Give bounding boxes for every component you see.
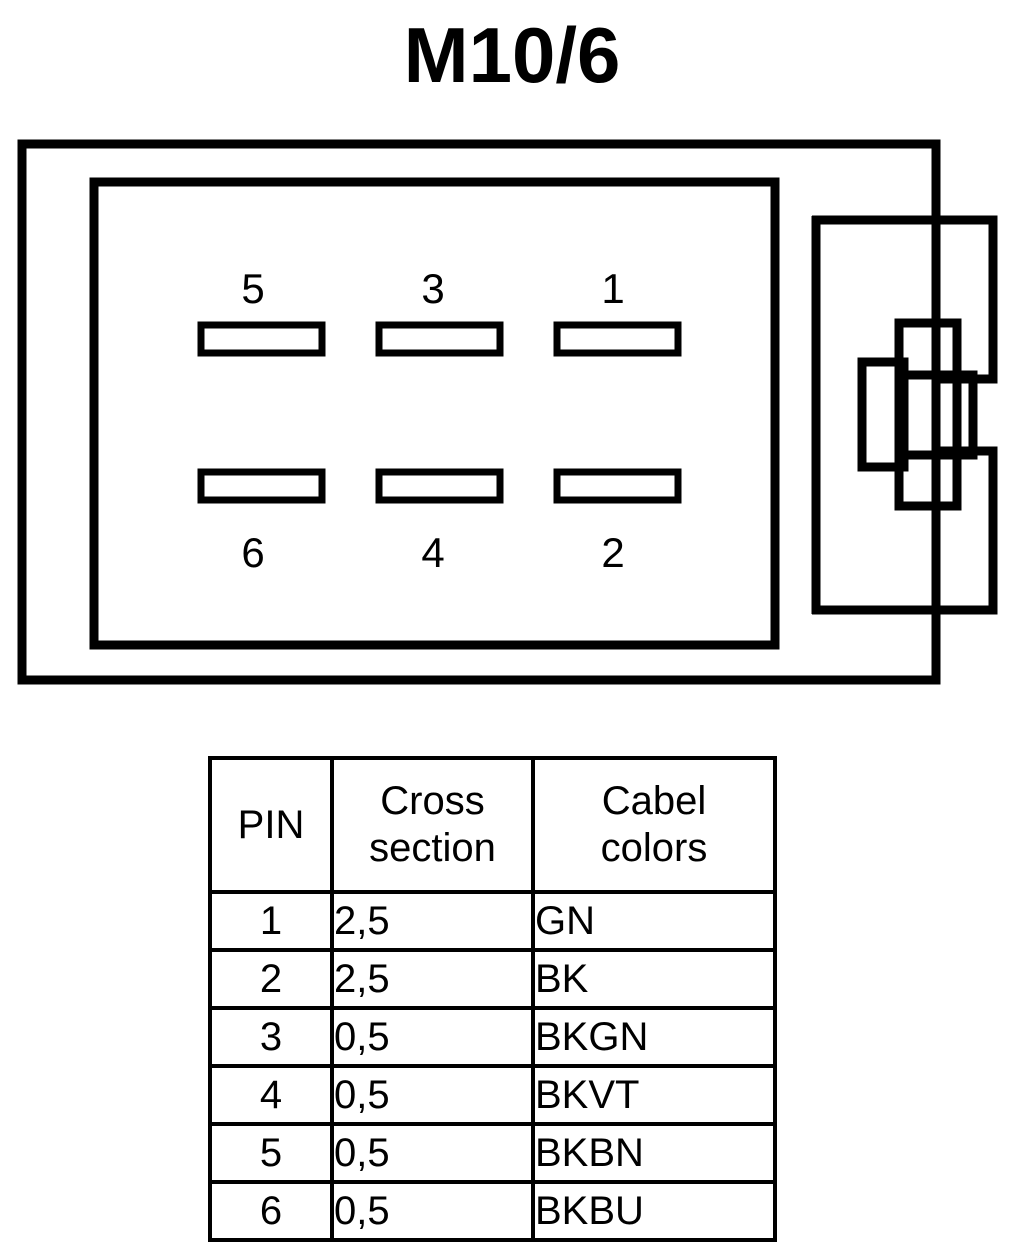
pin-label-2: 2 — [601, 529, 624, 576]
table-header-row: PIN Cross section Cabel colors — [208, 756, 777, 894]
pin-label-3: 3 — [421, 265, 444, 312]
pin-slot-4 — [375, 468, 504, 504]
cell-cross-section: 0,5 — [330, 1064, 535, 1126]
connector-diagram: 5 3 1 6 4 2 — [0, 130, 1024, 700]
pin-slot-1 — [553, 321, 682, 357]
cell-cable-colors: BKVT — [531, 1064, 777, 1126]
pin-slot-2 — [553, 468, 682, 504]
column-header-pin: PIN — [208, 756, 334, 894]
cell-cable-colors: BK — [531, 948, 777, 1010]
cell-cross-section: 0,5 — [330, 1122, 535, 1184]
cell-pin: 6 — [208, 1180, 334, 1242]
connector-inner-cavity — [89, 177, 780, 650]
pin-label-4: 4 — [421, 529, 444, 576]
pin-slot-6 — [197, 468, 326, 504]
column-header-cross-section: Cross section — [330, 756, 535, 894]
table-row: 6 0,5 BKBU — [208, 1180, 777, 1242]
pin-label-1: 1 — [601, 265, 624, 312]
table-row: 1 2,5 GN — [208, 890, 777, 952]
cell-cross-section: 2,5 — [330, 890, 535, 952]
pin-label-5: 5 — [241, 265, 264, 312]
connector-outer-housing — [17, 139, 941, 685]
pin-label-6: 6 — [241, 529, 264, 576]
table-body: 1 2,5 GN 2 2,5 BK 3 0,5 BKGN 4 0,5 BKVT … — [208, 890, 777, 1242]
table-row: 3 0,5 BKGN — [208, 1006, 777, 1068]
table-row: 2 2,5 BK — [208, 948, 777, 1010]
latch-tongue-inner — [857, 357, 909, 472]
cell-cross-section: 0,5 — [330, 1180, 535, 1242]
latch-tongue-middle — [894, 318, 962, 511]
table-row: 4 0,5 BKVT — [208, 1064, 777, 1126]
cell-cross-section: 2,5 — [330, 948, 535, 1010]
table-row: 5 0,5 BKBN — [208, 1122, 777, 1184]
page-title: M10/6 — [403, 11, 621, 99]
cell-cable-colors: BKGN — [531, 1006, 777, 1068]
cell-cable-colors: GN — [531, 890, 777, 952]
cell-pin: 4 — [208, 1064, 334, 1126]
pin-slot-5 — [197, 321, 326, 357]
pin-slot-3 — [375, 321, 504, 357]
cell-pin: 2 — [208, 948, 334, 1010]
cell-pin: 5 — [208, 1122, 334, 1184]
cell-cable-colors: BKBU — [531, 1180, 777, 1242]
cell-pin: 3 — [208, 1006, 334, 1068]
cell-pin: 1 — [208, 890, 334, 952]
pin-assignment-table: PIN Cross section Cabel colors 1 2,5 GN … — [208, 756, 777, 1242]
cell-cross-section: 0,5 — [330, 1006, 535, 1068]
column-header-cable-colors: Cabel colors — [531, 756, 777, 894]
connector-svg: 5 3 1 6 4 2 — [17, 139, 998, 685]
cell-cable-colors: BKBN — [531, 1122, 777, 1184]
